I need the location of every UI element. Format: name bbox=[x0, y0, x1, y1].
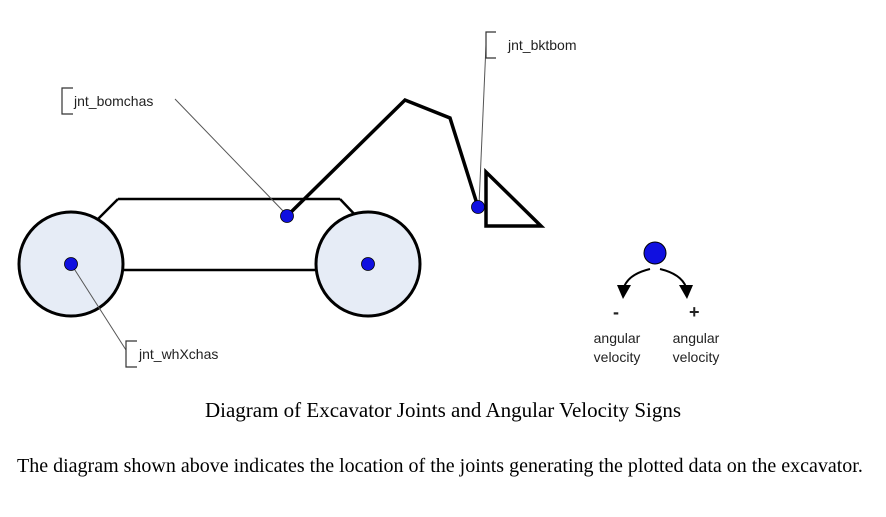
negative-arrow-head bbox=[617, 285, 631, 299]
joint-label-bktbom: jnt_bktbom bbox=[507, 37, 576, 53]
bracket-bktbom bbox=[485, 31, 496, 59]
negative-arrow-arc bbox=[623, 268, 651, 288]
bracket-whxchas bbox=[125, 340, 137, 368]
joint-label-bomchas: jnt_bomchas bbox=[73, 93, 153, 109]
leader-line-bktbom bbox=[478, 44, 487, 206]
positive-arrow-arc bbox=[659, 268, 687, 288]
joint-dot-bktbom bbox=[471, 200, 485, 214]
leader-line-bomchas bbox=[174, 98, 286, 214]
negative-sign: - bbox=[613, 302, 619, 322]
joint-dot-bomchas bbox=[280, 209, 294, 223]
angular-velocity-legend: - + angular velocity angular velocity bbox=[594, 241, 720, 365]
joint-dot-right-wheel bbox=[361, 257, 375, 271]
positive-label-line2: velocity bbox=[673, 349, 720, 365]
bucket bbox=[484, 167, 546, 228]
boom-arm bbox=[285, 97, 480, 218]
bracket-bomchas bbox=[61, 87, 73, 115]
legend-joint-dot bbox=[643, 241, 667, 265]
positive-label-line1: angular bbox=[673, 330, 720, 346]
positive-arrow-head bbox=[679, 285, 693, 299]
negative-label-line1: angular bbox=[594, 330, 641, 346]
joint-label-whxchas: jnt_whXchas bbox=[138, 346, 218, 362]
leader-line-whxchas bbox=[72, 266, 127, 351]
chassis-left-slope bbox=[94, 198, 119, 223]
diagram-caption: Diagram of Excavator Joints and Angular … bbox=[204, 398, 682, 422]
positive-sign: + bbox=[689, 302, 700, 322]
description-paragraph: The diagram shown above indicates the lo… bbox=[17, 455, 863, 477]
joint-dot-left-wheel bbox=[64, 257, 78, 271]
negative-label-line2: velocity bbox=[594, 349, 641, 365]
